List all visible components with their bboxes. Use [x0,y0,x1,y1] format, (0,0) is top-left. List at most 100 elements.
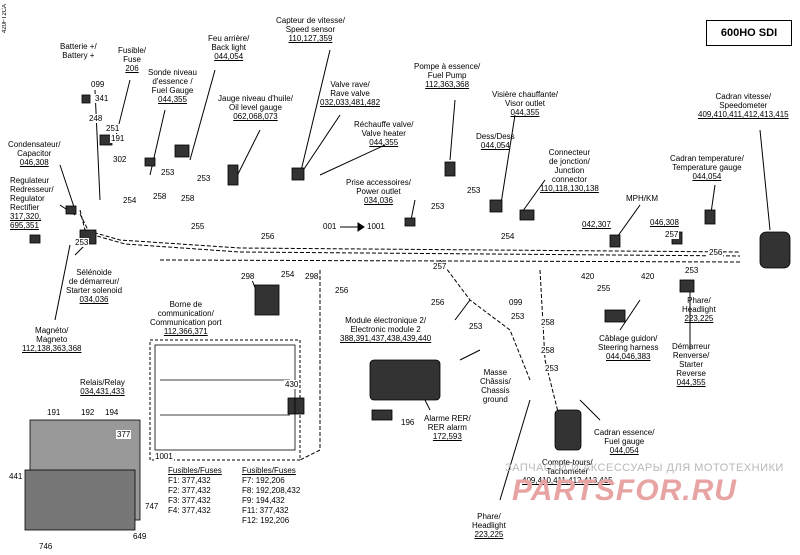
module2-component [369,359,441,401]
wire-number: 253 [160,168,176,177]
wire-number: 747 [144,502,160,511]
wire-number: 257 [432,262,448,271]
wire-number: 194 [104,408,120,417]
fuses-left: Fusibles/Fuses F1: 377,432 F2: 377,432 F… [168,466,222,515]
power-outlet-connector [404,217,416,227]
wire-number: 258 [152,192,168,201]
wire-number: 253 [466,186,482,195]
lower-harness [159,259,741,263]
wire-number: 341 [94,94,110,103]
mph-km-label: MPH/KM [626,194,658,203]
right-harness [539,269,561,421]
battery-label: Batterie +/Battery + [60,42,97,60]
main-harness-2 [79,213,741,257]
wire-number: 001 [322,222,338,231]
rave-valve-connector [291,167,305,181]
back-light-connector [174,144,190,158]
speedometer-connector [759,231,791,269]
steering-harness-connector [604,309,626,323]
battery-terminal [81,94,91,104]
wire-number: 253 [544,364,560,373]
wire-number: 099 [90,80,106,89]
capacitor-component [65,205,77,215]
wire-number: 254 [280,270,296,279]
front-harness [299,270,321,461]
fuse-box-lower [24,469,136,531]
fuse-panel-detail [154,344,296,451]
wire-number: 248 [88,114,104,123]
wire-number: 192 [80,408,96,417]
wire-number: 377 [116,430,132,439]
wire-number: 196 [400,418,416,427]
comm-port-connector [254,284,280,316]
fuse-harness [149,339,301,461]
temp-gauge-connector [704,209,716,225]
wire-number: 253 [74,238,90,247]
wire-number: 441 [8,472,24,481]
wire-number: 256 [430,298,446,307]
wire-number: 258 [180,194,196,203]
wire-number: 255 [596,284,612,293]
rer-alarm-component [371,409,393,421]
oil-gauge-connector [227,164,239,186]
dess-connector [489,199,503,213]
wire-number: 099 [508,298,524,307]
fuel-sender-connector [144,157,156,167]
wire-number: 298 [304,272,320,281]
main-harness [79,209,741,253]
wire-number: 1001 [366,222,386,231]
wire-number: 257 [664,230,680,239]
wire-number: 254 [122,196,138,205]
fuel-pump-connector [444,161,456,177]
junction-connector [519,209,535,221]
wire-number: 746 [38,542,54,551]
wire-number: 251 [105,124,121,133]
wire-number: 420 [580,272,596,281]
wire-number: 256 [260,232,276,241]
module2-label: Module électronique 2/Electronic module … [340,316,432,343]
module-harness [439,259,531,381]
watermark-caption: ЗАПЧАСТИ И АКСЕССУАРЫ ДЛЯ МОТОТЕХНИКИ [505,462,784,474]
mph-km-ref-2: 046,308 [650,218,679,227]
wire-number: 649 [132,532,148,541]
wire-number: 253 [468,322,484,331]
fuses-right: Fusibles/Fuses F7: 192,206 F8: 192,208,4… [242,466,301,525]
wire-number: 258 [540,346,556,355]
wire-number: 253 [196,174,212,183]
relay-component [287,397,305,415]
wire-number: 253 [430,202,446,211]
wire-number: 256 [334,286,350,295]
headlight-right-connector [679,279,695,293]
wire-number: 258 [540,318,556,327]
fuel-gauge-connector [554,409,582,451]
wire-number: 255 [190,222,206,231]
wire-number: 430 [284,380,300,389]
model-title: 600HO SDI [706,20,792,46]
wire-number: 191 [46,408,62,417]
wire-number: 1001 [154,452,174,461]
wire-number: 254 [500,232,516,241]
wire-number: 298 [240,272,256,281]
wire-number: 420 [640,272,656,281]
